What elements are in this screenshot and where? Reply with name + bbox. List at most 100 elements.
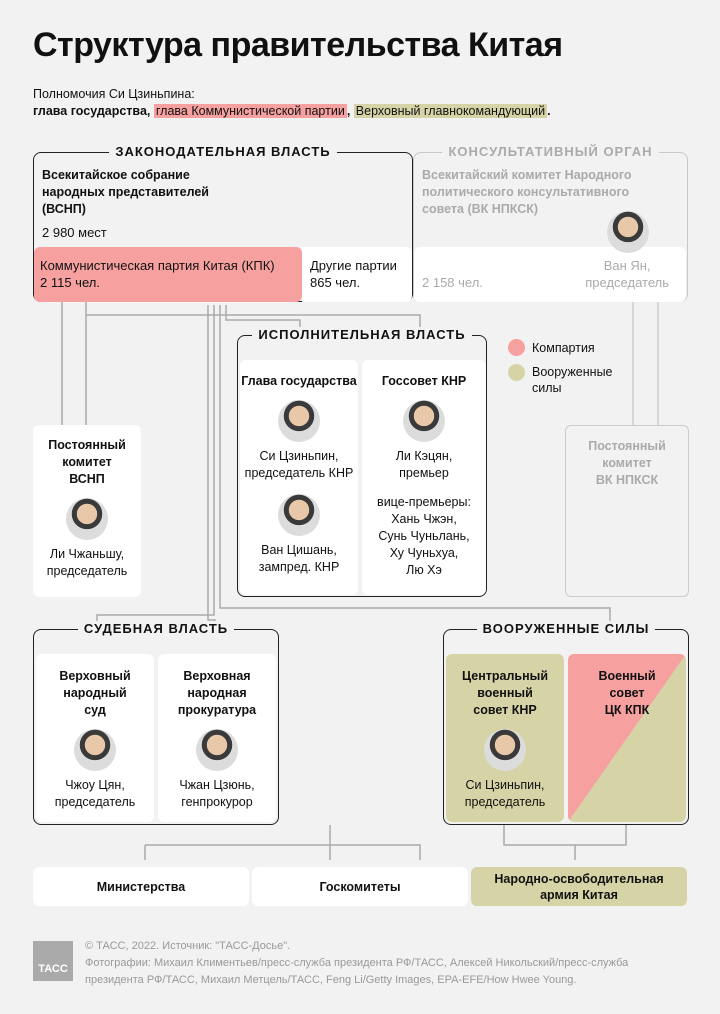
- executive-branch: ИСПОЛНИТЕЛЬНАЯ ВЛАСТЬ Глава государства …: [237, 327, 487, 597]
- cmc-chair-role: председатель: [464, 795, 546, 809]
- premier-role: премьер: [399, 466, 449, 480]
- state-committees: Госкомитеты: [252, 867, 468, 906]
- chair-role: председатель: [46, 564, 128, 578]
- court-label: суд: [84, 703, 106, 717]
- cpc-label: Коммунистическая партия Китая (КПК): [40, 258, 275, 273]
- npc-standing-committee: Постоянный комитет ВСНП Ли Чжаньшу, пред…: [33, 425, 141, 597]
- period: .: [547, 104, 551, 118]
- court-chair-name: Чжоу Цян,: [65, 778, 125, 792]
- consultative-title-wrap: КОНСУЛЬТАТИВНЫЙ ОРГАН: [414, 144, 687, 160]
- committee-label: комитет: [62, 455, 112, 469]
- consultative-title: КОНСУЛЬТАТИВНЫЙ ОРГАН: [442, 144, 659, 159]
- court-chair-role: председатель: [54, 795, 136, 809]
- ministries: Министерства: [33, 867, 249, 906]
- zhang-jun-photo: [196, 729, 238, 771]
- cppcc-count: 2 158 чел.: [422, 275, 483, 290]
- legend-army-line: Вооруженные: [532, 365, 613, 379]
- proc-label: прокуратура: [177, 703, 257, 717]
- npc-name-line: Всекитайское собрание: [42, 168, 190, 182]
- legend-party-swatch: [508, 339, 525, 356]
- proc-label: Верховная: [183, 669, 251, 683]
- xi-photo: [278, 400, 320, 442]
- proc-label: народная: [187, 686, 247, 700]
- photo-credits: президента РФ/ТАСС, Михаил Метцель/ТАСС,…: [85, 974, 577, 986]
- committee-label: комитет: [602, 456, 652, 470]
- xi-role: председатель КНР: [244, 466, 354, 480]
- vice-role: зампред. КНР: [258, 560, 340, 574]
- executive-title: ИСПОЛНИТЕЛЬНАЯ ВЛАСТЬ: [252, 327, 472, 342]
- proc-role: генпрокурор: [181, 795, 253, 809]
- xi-photo: [484, 729, 526, 771]
- legend-party-label: Компартия: [532, 341, 595, 355]
- powers-list: глава государства, глава Коммунистическо…: [33, 104, 551, 118]
- vice-name: Ван Цишань,: [261, 543, 337, 557]
- legislative-title: ЗАКОНОДАТЕЛЬНАЯ ВЛАСТЬ: [109, 144, 337, 159]
- cppcc-name: Всекитайский комитет Народного политическ…: [422, 167, 632, 218]
- state-council-card: Госсовет КНР Ли Кэцян, премьер вице-прем…: [362, 360, 486, 595]
- powers-label: Полномочия Си Цзиньпина:: [33, 87, 195, 101]
- cppcc-standing-committee: Постоянный комитет ВК НПКСК: [565, 425, 689, 597]
- legislative-title-wrap: ЗАКОНОДАТЕЛЬНАЯ ВЛАСТЬ: [34, 144, 412, 160]
- chair-name: Ван Ян,: [603, 258, 651, 273]
- legend-army-line: силы: [532, 381, 562, 395]
- vice-premier: Хань Чжэн,: [391, 512, 457, 526]
- tass-logo: ТАСС: [33, 941, 73, 981]
- executive-title-wrap: ИСПОЛНИТЕЛЬНАЯ ВЛАСТЬ: [238, 327, 486, 343]
- legend-army-label: Вооруженные силы: [532, 364, 613, 396]
- vice-premier: Сунь Чуньлань,: [378, 529, 470, 543]
- photo-credits: Фотографии: Михаил Климентьев/пресс-служ…: [85, 957, 629, 969]
- power-head-of-state: глава государства,: [33, 104, 151, 118]
- page-title: Структура правительства Китая: [33, 26, 563, 64]
- legislative-branch: ЗАКОНОДАТЕЛЬНАЯ ВЛАСТЬ Всекитайское собр…: [33, 144, 413, 302]
- vice-premier: Ху Чуньхуа,: [389, 546, 459, 560]
- vice-premier: Лю Хэ: [406, 563, 442, 577]
- wang-qishan-photo: [278, 494, 320, 536]
- cppcc-name-line: совета (ВК НПКСК): [422, 202, 539, 216]
- cmc-label: военный: [477, 686, 533, 700]
- npc-seats: 2 980 мест: [42, 225, 107, 240]
- npc-name-line: (ВСНП): [42, 202, 86, 216]
- other-parties-label: Другие партии: [310, 258, 397, 273]
- xi-name: Си Цзиньпин,: [259, 449, 339, 463]
- wang-yang-photo: [607, 211, 649, 253]
- footer-credits: © ТАСС, 2022. Источник: "ТАСС-Досье". Фо…: [85, 938, 628, 989]
- armed-title-wrap: ВООРУЖЕННЫЕ СИЛЫ: [444, 621, 688, 637]
- vice-premiers-label: вице-премьеры:: [377, 495, 471, 509]
- li-keqiang-photo: [403, 400, 445, 442]
- vice-premiers: вице-премьеры: Хань Чжэн, Сунь Чуньлань,…: [362, 494, 486, 579]
- armed-title: ВООРУЖЕННЫЕ СИЛЫ: [476, 621, 656, 636]
- party-cmc-label: ЦК КПК: [604, 703, 650, 717]
- cpc-block: Коммунистическая партия Китая (КПК) 2 115…: [34, 247, 302, 302]
- zhou-qiang-photo: [74, 729, 116, 771]
- judicial-title: СУДЕБНАЯ ВЛАСТЬ: [77, 621, 235, 636]
- cppcc-name-line: политического консультативного: [422, 185, 630, 199]
- committee-label: Постоянный: [588, 439, 666, 453]
- power-party-head: глава Коммунистической партии: [153, 104, 347, 118]
- power-commander: Верховный главнокомандующий: [353, 104, 548, 118]
- separator: ,: [346, 104, 351, 118]
- copyright: © ТАСС, 2022. Источник: "ТАСС-Досье".: [85, 940, 291, 952]
- head-of-state-card: Глава государства Си Цзиньпин, председат…: [240, 360, 358, 595]
- legend-army-swatch: [508, 364, 525, 381]
- court-label: народный: [63, 686, 127, 700]
- cppcc-name-line: Всекитайский комитет Народного: [422, 168, 632, 182]
- cmc-label: совет КНР: [473, 703, 537, 717]
- cmc-chair-name: Си Цзиньпин,: [465, 778, 545, 792]
- committee-label: ВК НПКСК: [595, 473, 659, 487]
- judicial-title-wrap: СУДЕБНАЯ ВЛАСТЬ: [34, 621, 278, 637]
- cpc-count: 2 115 чел.: [40, 275, 100, 290]
- pla-label: Народно-освободительная: [494, 871, 664, 886]
- party-cmc-label: совет: [609, 686, 645, 700]
- committee-label: ВСНП: [69, 472, 105, 486]
- premier-name: Ли Кэцян,: [395, 449, 453, 463]
